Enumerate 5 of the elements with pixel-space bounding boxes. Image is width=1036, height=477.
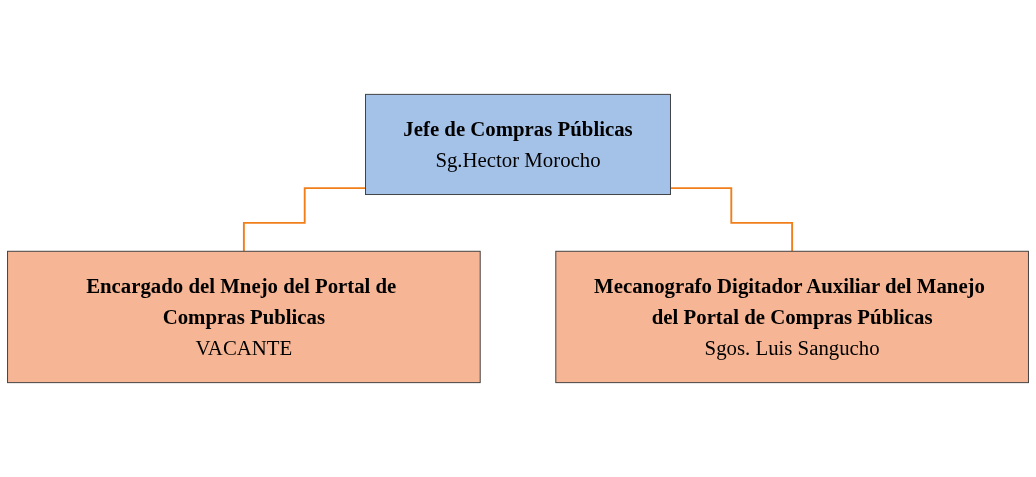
- connector: [242, 187, 367, 253]
- node-box: Jefe de Compras Públicas Sg.Hector Morocho: [365, 93, 671, 196]
- connector: [669, 187, 794, 253]
- node-box: Mecanografo Digitador Auxiliar del Manejo del Portal de Compras Públicas Sgos. Luis Sangucho: [555, 250, 1029, 384]
- node-box: Encargado del Mnejo del Portal de Compras Publicas VACANTE: [7, 250, 481, 384]
